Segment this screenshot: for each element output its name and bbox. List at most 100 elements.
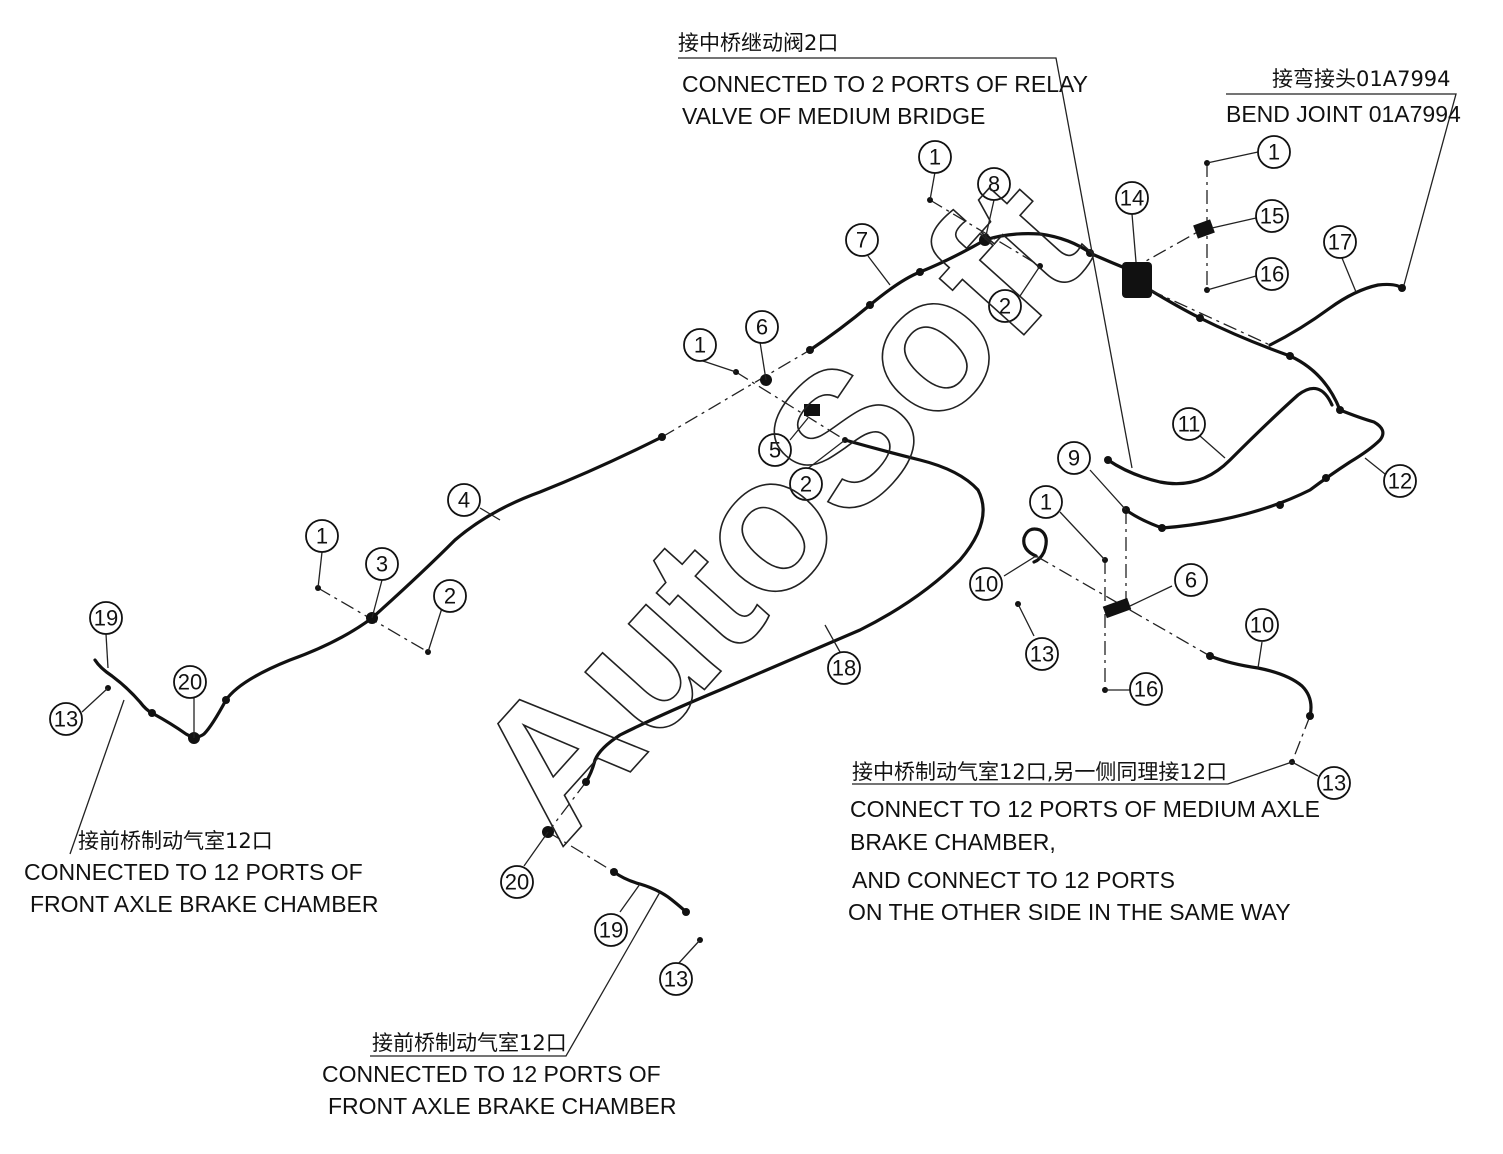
svg-text:11: 11 (1178, 412, 1201, 437)
balloon-4: 4 (447, 483, 481, 517)
balloon-1-a: 1 (305, 519, 339, 553)
relay-fitting-14 (1122, 262, 1152, 298)
balloon-13-a: 13 (1025, 637, 1059, 671)
balloon-19-a: 19 (89, 601, 123, 635)
balloon-7: 7 (845, 223, 879, 257)
svg-text:20: 20 (505, 870, 529, 895)
balloon-13-c: 13 (49, 702, 83, 736)
balloon-10-a: 10 (969, 567, 1003, 601)
pipe-19-lower (612, 870, 688, 914)
svg-text:ON THE OTHER SIDE IN THE SAME: ON THE OTHER SIDE IN THE SAME WAY (848, 899, 1291, 925)
pipe-20-left (150, 698, 228, 739)
balloon-20-a: 20 (173, 665, 207, 699)
balloon-1-e: 1 (1029, 485, 1063, 519)
balloon-15: 15 (1255, 199, 1289, 233)
svg-text:CONNECT TO 12 PORTS OF MEDIUM: CONNECT TO 12 PORTS OF MEDIUM AXLE (850, 796, 1320, 822)
svg-text:VALVE OF MEDIUM BRIDGE: VALVE OF MEDIUM BRIDGE (682, 103, 985, 129)
pipe-12 (1124, 288, 1385, 530)
svg-text:16: 16 (1134, 677, 1158, 702)
balloon-1-d: 1 (1257, 135, 1291, 169)
balloon-6-b: 6 (1174, 563, 1208, 597)
svg-text:2: 2 (800, 472, 812, 497)
pipes (93, 232, 1404, 914)
balloon-11: 11 (1172, 407, 1206, 441)
svg-text:13: 13 (54, 707, 78, 732)
balloon-5: 5 (758, 433, 792, 467)
balloon-8: 8 (977, 167, 1011, 201)
pipe-10-loop (1022, 527, 1048, 564)
svg-text:BEND JOINT 01A7994: BEND JOINT 01A7994 (1226, 101, 1461, 127)
svg-text:1: 1 (1268, 140, 1280, 165)
balloon-14: 14 (1115, 181, 1149, 215)
svg-text:6: 6 (1185, 568, 1197, 593)
svg-text:18: 18 (832, 656, 856, 681)
svg-text:1: 1 (1040, 490, 1052, 515)
balloon-20-b: 20 (500, 865, 534, 899)
balloons: 1 2 3 4 1 6 5 2 7 1 8 2 14 1 15 16 17 11… (49, 135, 1417, 996)
svg-text:2: 2 (444, 584, 456, 609)
fittings (148, 219, 1406, 916)
svg-text:1: 1 (316, 524, 328, 549)
svg-text:10: 10 (1250, 613, 1274, 638)
svg-text:16: 16 (1260, 262, 1284, 287)
note-relay-valve: 接中桥继动阀2口 CONNECTED TO 2 PORTS OF RELAY V… (678, 31, 1088, 129)
svg-text:10: 10 (974, 572, 998, 597)
balloon-13-d: 13 (659, 962, 693, 996)
svg-text:接前桥制动气室12口: 接前桥制动气室12口 (78, 829, 273, 853)
balloon-1-c: 1 (918, 140, 952, 174)
note-front-axle-bottom: 接前桥制动气室12口 CONNECTED TO 12 PORTS OF FRON… (322, 1031, 677, 1119)
svg-text:4: 4 (458, 488, 470, 513)
balloon-2-c: 2 (988, 289, 1022, 323)
pipe-18 (584, 438, 985, 784)
note-bend-joint: 接弯接头01A7994 BEND JOINT 01A7994 (1226, 67, 1461, 127)
balloon-13-b: 13 (1317, 766, 1351, 800)
svg-text:FRONT AXLE BRAKE CHAMBER: FRONT AXLE BRAKE CHAMBER (30, 891, 379, 917)
svg-text:FRONT AXLE BRAKE CHAMBER: FRONT AXLE BRAKE CHAMBER (328, 1093, 677, 1119)
pipe-4 (224, 435, 664, 702)
pipe-19-left (93, 658, 154, 715)
svg-text:13: 13 (1322, 771, 1346, 796)
svg-text:CONNECTED TO 12 PORTS OF: CONNECTED TO 12 PORTS OF (24, 859, 363, 885)
svg-text:接中桥继动阀2口: 接中桥继动阀2口 (678, 31, 838, 55)
leader-lines (69, 57, 1457, 1057)
balloon-12: 12 (1383, 464, 1417, 498)
svg-text:13: 13 (664, 967, 688, 992)
svg-text:2: 2 (999, 294, 1011, 319)
note-medium-axle: 接中桥制动气室12口,另一侧同理接12口 CONNECT TO 12 PORTS… (848, 760, 1320, 925)
svg-text:接中桥制动气室12口,另一侧同理接12口: 接中桥制动气室12口,另一侧同理接12口 (852, 760, 1227, 784)
svg-text:8: 8 (988, 172, 1000, 197)
svg-text:5: 5 (769, 438, 781, 463)
balloon-10-b: 10 (1245, 608, 1279, 642)
svg-text:17: 17 (1328, 230, 1352, 255)
svg-text:CONNECTED TO 12 PORTS OF: CONNECTED TO 12 PORTS OF (322, 1061, 661, 1087)
svg-text:AND CONNECT TO 12 PORTS: AND CONNECT TO 12 PORTS (852, 867, 1175, 893)
balloon-16-a: 16 (1255, 257, 1289, 291)
pipe-11 (1106, 386, 1334, 486)
svg-text:接前桥制动气室12口: 接前桥制动气室12口 (372, 1031, 567, 1055)
svg-text:19: 19 (599, 918, 623, 943)
svg-text:20: 20 (178, 670, 202, 695)
svg-text:19: 19 (94, 606, 118, 631)
balloon-19-b: 19 (594, 913, 628, 947)
svg-text:3: 3 (376, 552, 388, 577)
svg-text:7: 7 (856, 228, 868, 253)
pipe-7 (808, 238, 987, 352)
svg-text:12: 12 (1388, 469, 1412, 494)
balloon-18: 18 (827, 651, 861, 685)
svg-text:6: 6 (756, 315, 768, 340)
svg-text:15: 15 (1260, 204, 1284, 229)
balloon-16-b: 16 (1129, 672, 1163, 706)
svg-text:14: 14 (1120, 186, 1144, 211)
svg-text:CONNECTED TO 2 PORTS OF RELAY: CONNECTED TO 2 PORTS OF RELAY (682, 71, 1088, 97)
balloon-3: 3 (365, 547, 399, 581)
svg-text:1: 1 (694, 333, 706, 358)
balloon-2-b: 2 (789, 467, 823, 501)
svg-text:1: 1 (929, 145, 941, 170)
balloon-17: 17 (1323, 225, 1357, 259)
pipe-8-14 (983, 232, 1132, 272)
balloon-1-b: 1 (683, 328, 717, 362)
balloon-2-a: 2 (433, 579, 467, 613)
pipe-10-right (1208, 654, 1313, 718)
balloon-9: 9 (1057, 441, 1091, 475)
